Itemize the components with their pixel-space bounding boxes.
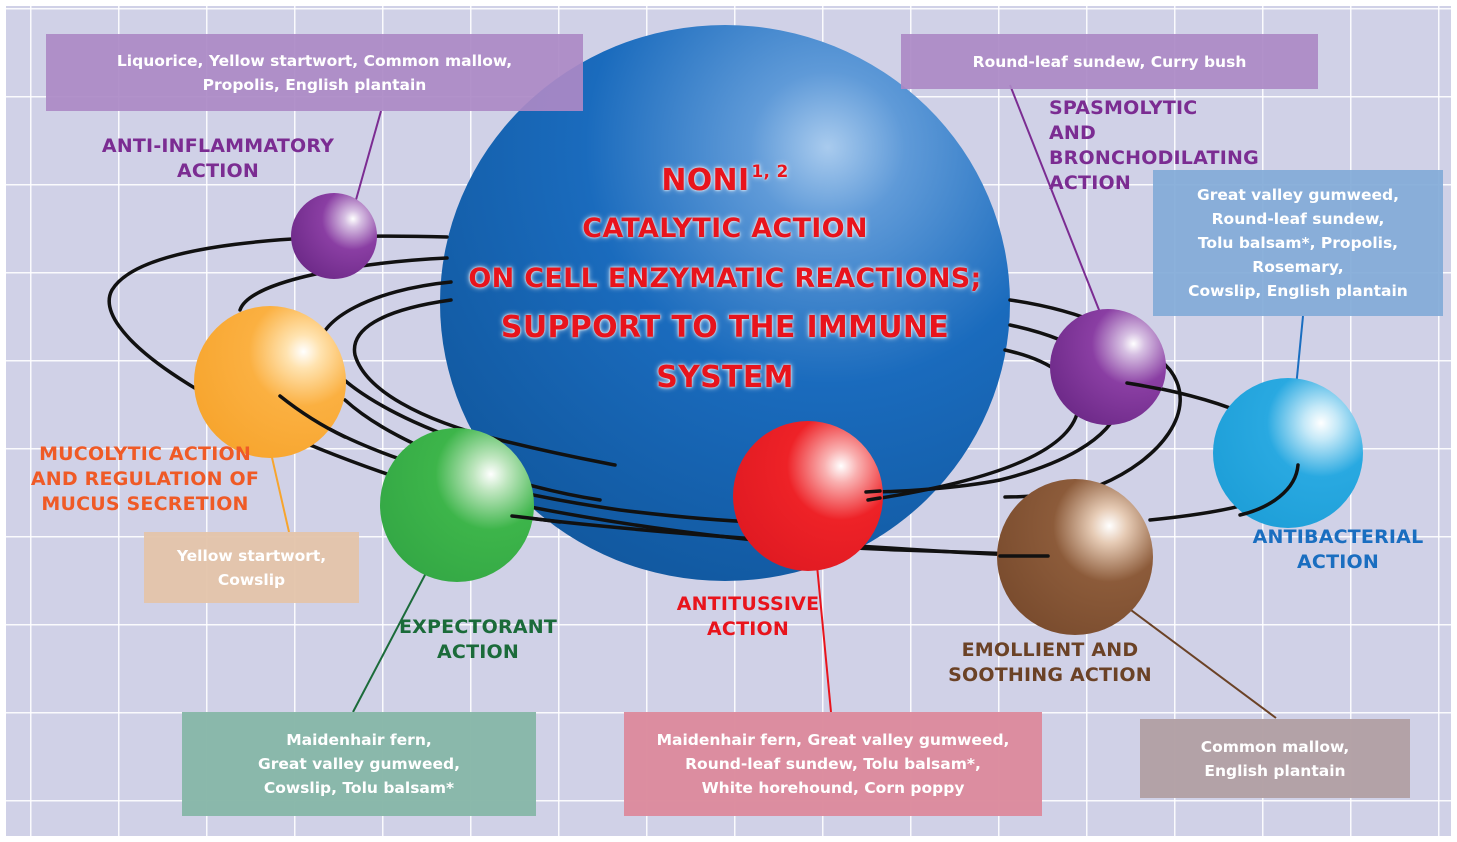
- leader-spasmolytic: [1009, 84, 1104, 321]
- planet-anti-inflammatory: [291, 193, 377, 279]
- herbs-antibacterial: Great valley gumweed, Round-leaf sundew,…: [1153, 170, 1443, 316]
- planet-antibacterial: [1213, 378, 1363, 528]
- orbit-front-antibacterial: [1238, 463, 1300, 517]
- orbit-front-antitussive-2: [864, 489, 882, 494]
- planet-spasmolytic: [1050, 309, 1166, 425]
- herbs-anti-inflammatory: Liquorice, Yellow startwort, Common mall…: [46, 34, 583, 111]
- noni-line-2: ON CELL ENZYMATIC REACTIONS;: [468, 263, 982, 294]
- planet-mucolytic: [194, 306, 346, 458]
- label-mucolytic: MUCOLYTIC ACTION AND REGULATION OF MUCUS…: [30, 443, 260, 515]
- label-antitussive: ANTITUSSIVE ACTION: [676, 593, 820, 640]
- orbit-front-segments: [278, 381, 1300, 558]
- planet-expectorant: [380, 428, 534, 582]
- orbit-front-antitussive: [866, 496, 882, 502]
- label-expectorant: EXPECTORANT ACTION: [399, 616, 557, 663]
- orbit-inner-right: [866, 348, 1080, 502]
- planet-emollient: [997, 479, 1153, 635]
- leader-anti-inflammatory: [351, 110, 382, 215]
- label-anti-inflammatory: ANTI-INFLAMMATORY ACTION: [101, 135, 335, 182]
- noni-sphere: [440, 25, 1010, 581]
- noni-line-1: CATALYTIC ACTION: [582, 213, 868, 244]
- planet-antitussive: [733, 421, 883, 571]
- orbit-front-spasmolytic: [1125, 381, 1162, 391]
- orbit-front-expectorant: [510, 514, 562, 524]
- herbs-mucolytic: Yellow startwort, Cowslip: [144, 532, 359, 603]
- label-spasmolytic: SPASMOLYTIC AND BRONCHODILATING ACTION: [1049, 97, 1259, 194]
- orbit-front-mucolytic: [278, 394, 347, 439]
- label-antibacterial: ANTIBACTERIAL ACTION: [1252, 526, 1424, 573]
- leader-antitussive: [815, 554, 832, 713]
- herbs-expectorant: Maidenhair fern, Great valley gumweed, C…: [182, 712, 536, 816]
- label-emollient: EMOLLIENT AND SOOTHING ACTION: [948, 639, 1152, 686]
- noni-name: NONI: [661, 163, 750, 198]
- noni-line-3: SUPPORT TO THE IMMUNE SYSTEM: [500, 310, 950, 395]
- noni-superscript: 1, 2: [751, 162, 789, 182]
- herbs-antitussive: Maidenhair fern, Great valley gumweed, R…: [624, 712, 1042, 816]
- orbit-inner-left: [352, 298, 617, 467]
- herbs-emollient: Common mallow, English plantain: [1140, 719, 1410, 798]
- herbs-spasmolytic: Round-leaf sundew, Curry bush: [901, 34, 1318, 89]
